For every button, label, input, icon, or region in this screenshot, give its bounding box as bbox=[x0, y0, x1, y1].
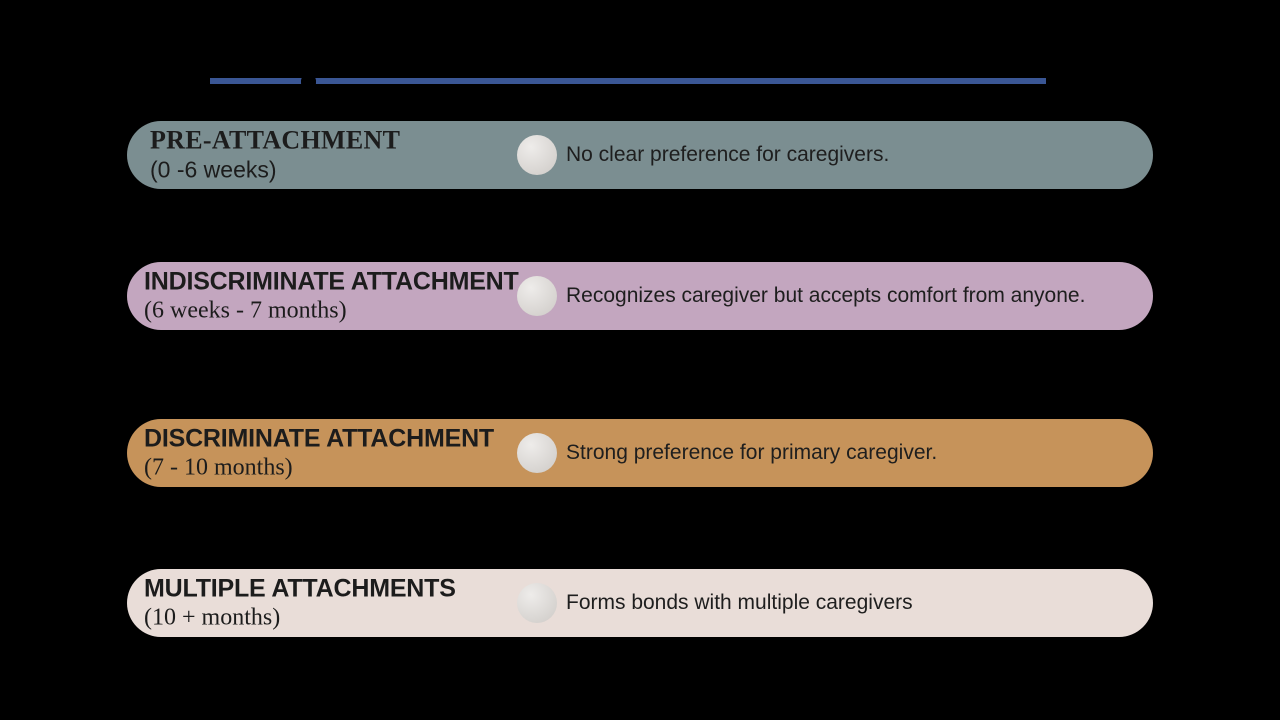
stage-row-pre-attachment: PRE-ATTACHMENT (0 -6 weeks) No clear pre… bbox=[127, 121, 1153, 189]
stage-name: INDISCRIMINATE ATTACHMENT bbox=[144, 267, 519, 296]
stage-description: No clear preference for caregivers. bbox=[566, 143, 890, 166]
title-descender-notch bbox=[301, 74, 316, 90]
stage-age-range: (7 - 10 months) bbox=[144, 454, 293, 481]
stage-text-block: INDISCRIMINATE ATTACHMENT (6 weeks - 7 m… bbox=[144, 267, 519, 326]
circle-bullet-icon bbox=[517, 135, 557, 175]
stage-name: MULTIPLE ATTACHMENTS bbox=[144, 574, 456, 603]
stage-age-range: (0 -6 weeks) bbox=[150, 156, 277, 183]
stage-name: PRE-ATTACHMENT bbox=[150, 125, 401, 155]
stage-row-discriminate-attachment: DISCRIMINATE ATTACHMENT (7 - 10 months) … bbox=[127, 419, 1153, 487]
stage-row-multiple-attachments: MULTIPLE ATTACHMENTS (10 + months) Forms… bbox=[127, 569, 1153, 637]
circle-bullet-icon bbox=[517, 276, 557, 316]
stage-text-block: PRE-ATTACHMENT (0 -6 weeks) bbox=[150, 126, 400, 185]
stage-description: Forms bonds with multiple caregivers bbox=[566, 591, 913, 614]
stage-age-range: (10 + months) bbox=[144, 604, 281, 631]
stage-description: Recognizes caregiver but accepts comfort… bbox=[566, 284, 1086, 307]
stage-text-block: MULTIPLE ATTACHMENTS (10 + months) bbox=[144, 574, 456, 633]
circle-bullet-icon bbox=[517, 583, 557, 623]
stage-row-indiscriminate-attachment: INDISCRIMINATE ATTACHMENT (6 weeks - 7 m… bbox=[127, 262, 1153, 330]
stage-text-block: DISCRIMINATE ATTACHMENT (7 - 10 months) bbox=[144, 424, 494, 483]
stage-age-range: (6 weeks - 7 months) bbox=[144, 297, 347, 324]
circle-bullet-icon bbox=[517, 433, 557, 473]
stage-description: Strong preference for primary caregiver. bbox=[566, 441, 938, 464]
title-underline bbox=[210, 78, 1046, 84]
stage-name: DISCRIMINATE ATTACHMENT bbox=[144, 424, 494, 453]
